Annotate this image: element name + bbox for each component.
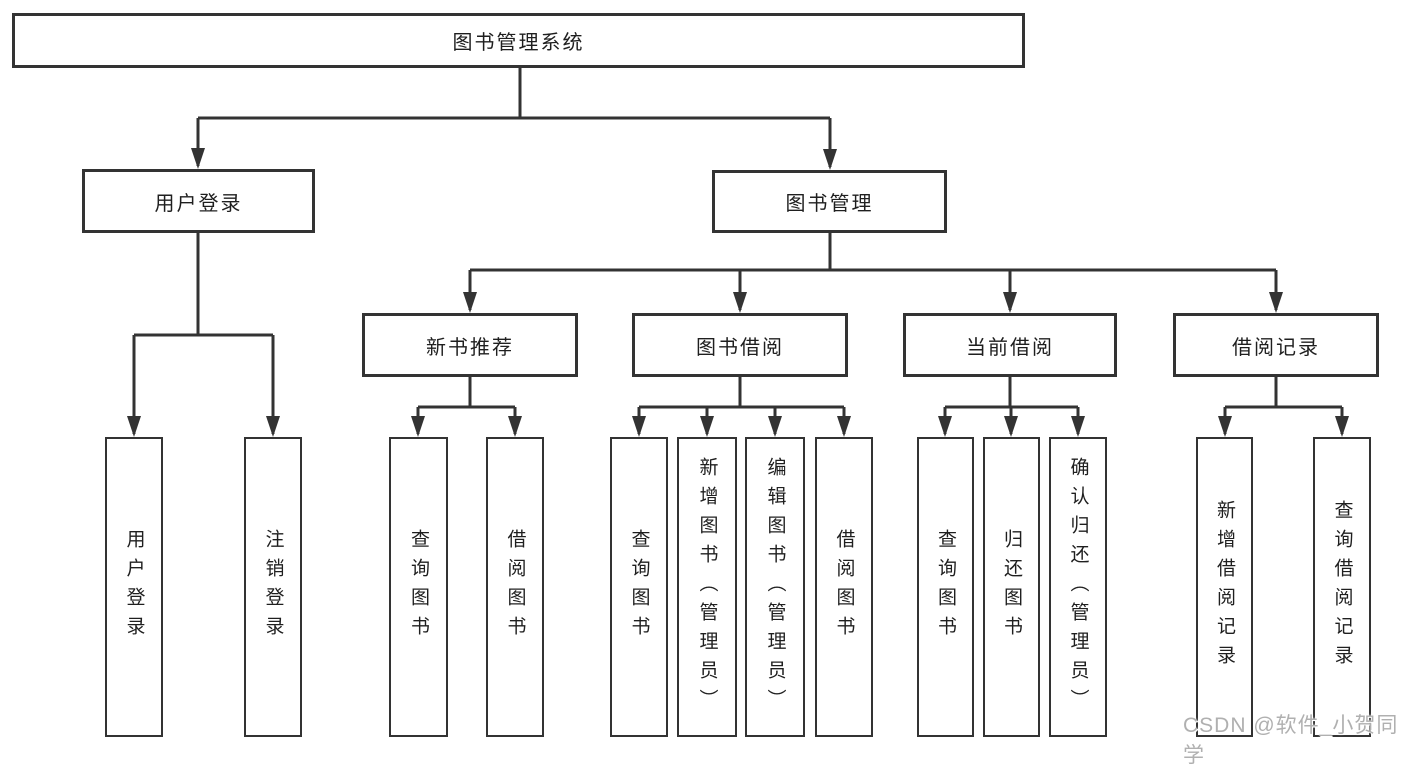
leaf-label: 查询借阅记录: [1331, 500, 1353, 674]
leaf-label: 借阅图书: [504, 529, 526, 645]
leaf-label: 借阅图书: [833, 529, 855, 645]
node-book-borrow: 图书借阅: [632, 313, 848, 377]
node-label: 图书借阅: [696, 336, 784, 359]
leaf-edit-books-admin: 编辑图书（管理员）: [745, 437, 805, 737]
leaf-label: 新增借阅记录: [1214, 500, 1235, 674]
leaf-add-borrow-record: 新增借阅记录: [1196, 437, 1253, 737]
leaf-return-books: 归还图书: [983, 437, 1040, 737]
node-new-book-recommend: 新书推荐: [362, 313, 578, 377]
node-book-management: 图书管理: [712, 170, 947, 233]
leaf-borrow-books: 借阅图书: [815, 437, 873, 737]
org-chart-diagram: 图书管理系统 用户登录 图书管理 新书推荐 图书借阅 当前借阅 借阅记录 用户登…: [12, 13, 1397, 767]
node-current-borrow: 当前借阅: [903, 313, 1117, 377]
node-label: 用户登录: [154, 192, 243, 215]
leaf-label: 注销登录: [262, 529, 284, 645]
node-label: 图书管理系统: [452, 32, 585, 54]
csdn-watermark: CSDN @软件_小贺同学: [1183, 714, 1399, 767]
leaf-user-login: 用户登录: [105, 437, 163, 737]
leaf-add-books-admin: 新增图书（管理员）: [677, 437, 737, 737]
leaf-label: 新增图书（管理员）: [696, 456, 718, 718]
node-borrow-records: 借阅记录: [1173, 313, 1379, 377]
node-library-management-system: 图书管理系统: [12, 13, 1025, 68]
leaf-query-books-recommend: 查询图书: [389, 437, 448, 737]
node-user-login: 用户登录: [82, 169, 315, 233]
connector-lines: [127, 68, 1349, 437]
leaf-label: 归还图书: [1001, 529, 1022, 645]
node-label: 新书推荐: [426, 336, 514, 359]
leaf-label: 查询图书: [408, 529, 429, 645]
node-label: 当前借阅: [966, 336, 1054, 359]
leaf-label: 查询图书: [935, 529, 956, 645]
leaf-label: 编辑图书（管理员）: [764, 456, 786, 718]
leaf-label: 确认归还（管理员）: [1067, 456, 1089, 718]
node-label: 图书管理: [785, 193, 874, 215]
leaf-label: 查询图书: [628, 529, 650, 645]
leaf-logout: 注销登录: [244, 437, 302, 737]
leaf-query-borrow-record: 查询借阅记录: [1313, 437, 1371, 737]
leaf-query-books-current: 查询图书: [917, 437, 974, 737]
leaf-confirm-return-admin: 确认归还（管理员）: [1049, 437, 1107, 737]
node-label: 借阅记录: [1232, 336, 1320, 359]
leaf-query-books-borrow: 查询图书: [610, 437, 668, 737]
leaf-label: 用户登录: [123, 529, 145, 645]
leaf-borrow-books-recommend: 借阅图书: [486, 437, 544, 737]
